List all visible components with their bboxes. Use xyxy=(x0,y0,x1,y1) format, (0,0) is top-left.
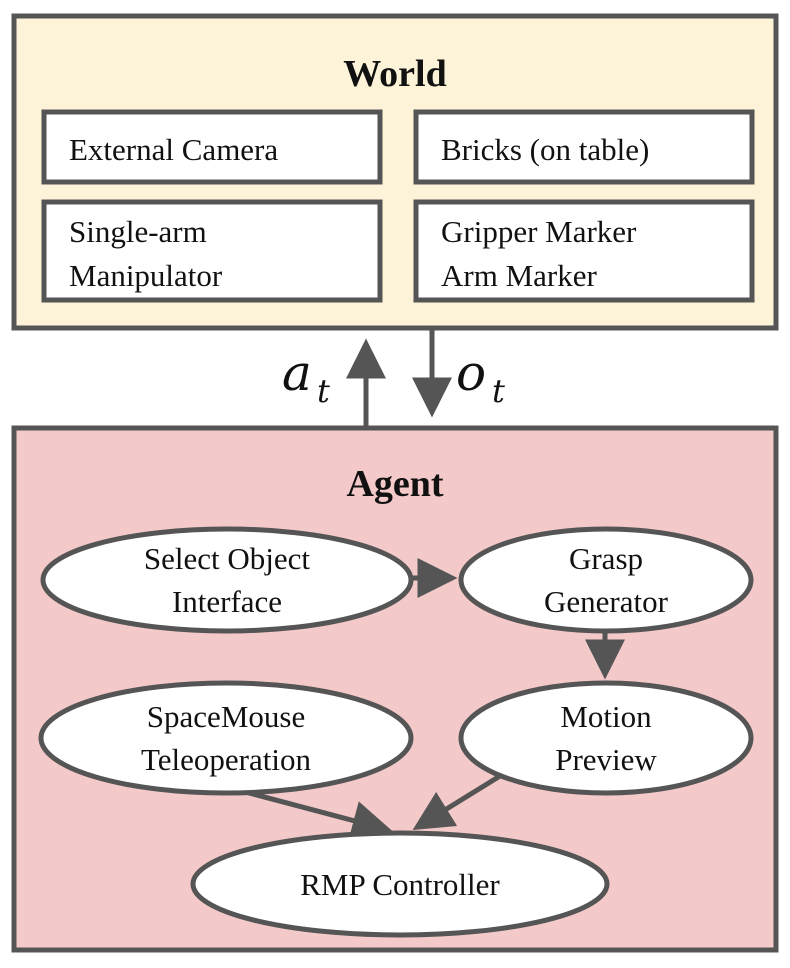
node-spacemouse-teleoperation: SpaceMouse Teleoperation xyxy=(38,680,414,796)
world-box-markers: Gripper Marker Arm Marker xyxy=(413,199,755,303)
world-box-label: Single-arm xyxy=(69,214,207,249)
node-label: RMP Controller xyxy=(300,867,500,902)
node-label: Select Object xyxy=(144,541,311,576)
agent-title: Agent xyxy=(346,463,443,505)
edge-spacemouse-to-rmp xyxy=(237,787,393,840)
observation-label: o t xyxy=(456,344,505,410)
node-label: SpaceMouse xyxy=(147,699,305,734)
world-box-label: Arm Marker xyxy=(441,258,597,293)
observation-symbol: o xyxy=(456,344,486,402)
world-box-label: Manipulator xyxy=(69,258,223,293)
node-grasp-generator: Grasp Generator xyxy=(458,526,754,634)
edge-motion-to-rmp xyxy=(412,773,502,830)
agent-panel: Agent Select Object Interface Grasp Gene… xyxy=(11,425,779,953)
signal-arrows: a t o t xyxy=(282,330,505,426)
action-subscript: t xyxy=(317,372,330,410)
world-box-label: External Camera xyxy=(69,132,278,167)
world-box-external-camera: External Camera xyxy=(41,109,383,185)
node-select-object-interface: Select Object Interface xyxy=(40,526,414,634)
action-label: a t xyxy=(282,344,330,410)
world-box-manipulator: Single-arm Manipulator xyxy=(41,199,383,303)
world-box-label: Gripper Marker xyxy=(441,214,637,249)
node-label: Grasp xyxy=(569,541,643,576)
world-title: World xyxy=(343,53,446,95)
action-symbol: a xyxy=(282,344,312,402)
world-box-bricks: Bricks (on table) xyxy=(413,109,755,185)
node-label: Interface xyxy=(172,584,282,619)
world-box-label: Bricks (on table) xyxy=(441,132,649,167)
world-panel: World External Camera Bricks (on table) … xyxy=(11,13,779,331)
node-label: Generator xyxy=(544,584,669,619)
observation-subscript: t xyxy=(492,372,505,410)
node-motion-preview: Motion Preview xyxy=(458,680,754,796)
node-rmp-controller: RMP Controller xyxy=(190,830,610,938)
node-label: Teleoperation xyxy=(141,742,311,777)
node-label: Motion xyxy=(560,699,652,734)
node-label: Preview xyxy=(555,742,657,777)
